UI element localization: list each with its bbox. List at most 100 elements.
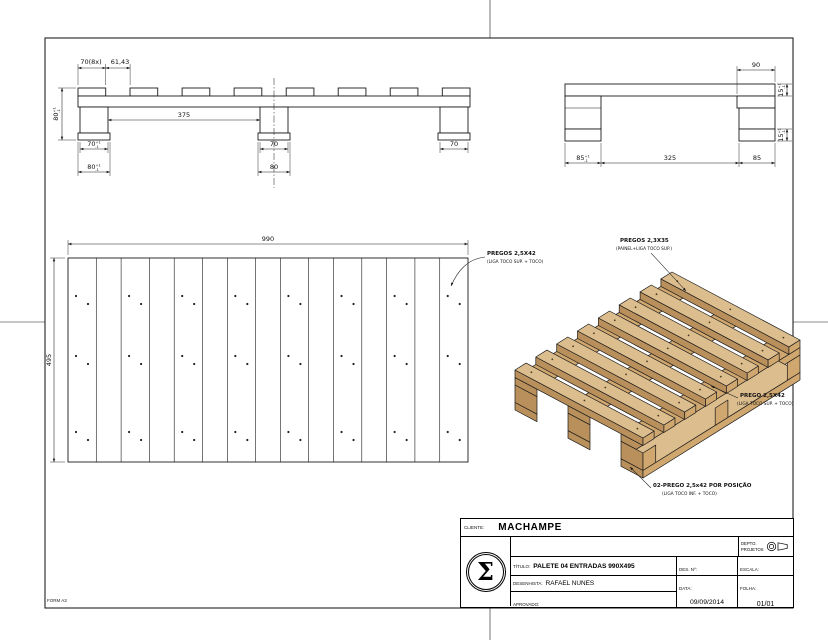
form-note: FORM A3 — [47, 598, 67, 603]
des-num-cell: DES. Nº: 01-14252-01 — [677, 557, 738, 576]
iso-bottom-board-face — [642, 372, 801, 479]
dim-80-left: 80+1-1 — [52, 107, 61, 121]
data-value: 09/09/2014 — [689, 599, 725, 606]
aprovado-cell: APROVADO: — [511, 592, 677, 607]
dim-70-8x: 70(8x) — [80, 58, 101, 66]
nail-dot — [299, 362, 302, 366]
nail-dot — [246, 438, 249, 442]
front-deck-board — [337, 87, 367, 97]
folha-cell: FOLHA: 01/01 — [738, 576, 793, 607]
nail-dot — [352, 438, 355, 442]
iso-nail-dot — [719, 375, 722, 378]
front-bottom-right — [437, 132, 471, 141]
front-deck-board — [441, 87, 471, 97]
nail-dot — [181, 430, 184, 434]
iso-nail-dot — [604, 386, 607, 389]
escala-label: ESCALA: — [740, 567, 760, 572]
nail-dot — [393, 430, 396, 434]
titulo-value: PALETE 04 ENTRADAS 990X495 — [533, 562, 635, 570]
front-block-left — [79, 106, 109, 134]
nail-dot — [287, 430, 290, 434]
dim-15-bottom: 15+1-1 — [777, 128, 786, 142]
sigma-glyph: Σ — [477, 556, 494, 586]
side-right-block — [738, 107, 776, 130]
nail-dot — [446, 294, 449, 298]
nail-dot — [340, 294, 343, 298]
des-num-label: DES. Nº: — [679, 567, 697, 572]
iso-nail-dot — [551, 358, 554, 361]
iso-nail-dot — [655, 293, 658, 296]
titulo-cell: TÍTULO: PALETE 04 ENTRADAS 990X495 — [511, 557, 677, 576]
side-right-bottom — [738, 128, 776, 142]
isometric-view — [514, 271, 801, 479]
iso-nail-dot — [593, 332, 595, 335]
front-block-right — [439, 106, 469, 134]
side-deck-board — [564, 83, 776, 97]
leader-right-nails — [710, 385, 739, 399]
plan-dimensions: 990 495 — [45, 235, 469, 463]
company-logo: Σ — [465, 551, 506, 592]
depto-label: DEPTO. — [741, 541, 757, 547]
cliente-label: CLIENTE: — [464, 525, 485, 530]
annotation-plan-nails-line1: PREGOS 2,5X42 — [487, 251, 536, 257]
nail-dot — [193, 302, 196, 306]
aprovado-label: APROVADO: — [513, 602, 540, 607]
logo-cell: Σ — [461, 537, 511, 606]
annotation-right-nails-line2: (LIGA TOCO SUP. + TOCO) — [737, 401, 794, 407]
cliente-row: CLIENTE: MACHAMPE — [461, 519, 793, 537]
annotation-top-nails-line2: (PAINEL+LIGA TOCO SUP.) — [616, 246, 672, 252]
nail-dot — [405, 362, 408, 366]
nail-dot — [74, 294, 78, 298]
nail-dot — [140, 362, 143, 366]
depto-value: PROJETOS — [741, 546, 764, 552]
desenhista-value: RAFAEL NUNES — [545, 580, 595, 587]
iso-nail-dot — [572, 345, 574, 348]
dim-85-right: 85 — [753, 154, 761, 162]
nail-dot — [246, 362, 249, 366]
annotation-top-nails-line1: PREGOS 2,3X35 — [620, 238, 669, 244]
nail-dot — [446, 354, 449, 358]
annotation-plan-nails-line2: (LIGA TOCO SUP. + TOCO) — [487, 259, 544, 265]
nail-dot — [352, 362, 355, 366]
nail-dot — [458, 302, 461, 306]
iso-nail-dot — [657, 414, 660, 417]
side-left-bottom — [564, 128, 602, 142]
iso-nail-dot — [583, 399, 586, 402]
iso-nail-dot — [729, 308, 732, 311]
side-right-stringer — [736, 95, 776, 109]
projection-symbol-icon — [766, 541, 788, 552]
annotation-bottom-nails-line2: (LIGA TOCO INF. + TOCO) — [662, 491, 717, 497]
depto-cell: DEPTO. PROJETOS — [738, 537, 793, 557]
nail-dot — [140, 302, 143, 306]
iso-nail-dot — [740, 362, 743, 365]
dim-90: 90 — [752, 61, 760, 69]
nail-dot — [446, 430, 449, 434]
iso-nail-dot — [636, 427, 639, 430]
desenhista-cell: DESENHISTA: RAFAEL NUNES — [511, 576, 677, 592]
data-cell: DATA: 09/09/2014 — [677, 576, 738, 607]
dim-990: 990 — [262, 235, 274, 243]
nail-dot — [234, 354, 237, 358]
leader-bottom-nails — [629, 466, 652, 489]
front-bottom-left — [77, 132, 111, 141]
annotation-right-nails-line1: PREGO 2,5X42 — [740, 393, 785, 399]
desenhista-label: DESENHISTA: — [513, 581, 543, 586]
front-dimensions: 70(8x) 61,43 80+1-1 375 70+1-1 80+1-1 70 — [52, 58, 469, 176]
iso-bottom-board-end — [514, 402, 538, 423]
dim-61-43: 61,43 — [111, 58, 130, 66]
data-label: DATA: — [679, 586, 692, 591]
side-view: 90 15+1-1 15+1-1 85+1-1 325 85 — [564, 61, 792, 167]
iso-nail-dot — [530, 371, 533, 374]
front-deck-board — [181, 87, 211, 97]
iso-annotations: PREGOS 2,3X35 (PAINEL+LIGA TOCO SUP.) PR… — [616, 238, 794, 497]
plan-outline — [67, 257, 469, 463]
empty-cell — [511, 537, 738, 557]
nail-dot — [140, 438, 143, 442]
cliente-value: MACHAMPE — [498, 522, 562, 533]
plan-view: 990 495 PREGOS 2,5X42 (LIGA TOCO SUP. + … — [45, 235, 544, 463]
dim-495: 495 — [45, 354, 53, 366]
front-deck-board — [389, 87, 419, 97]
